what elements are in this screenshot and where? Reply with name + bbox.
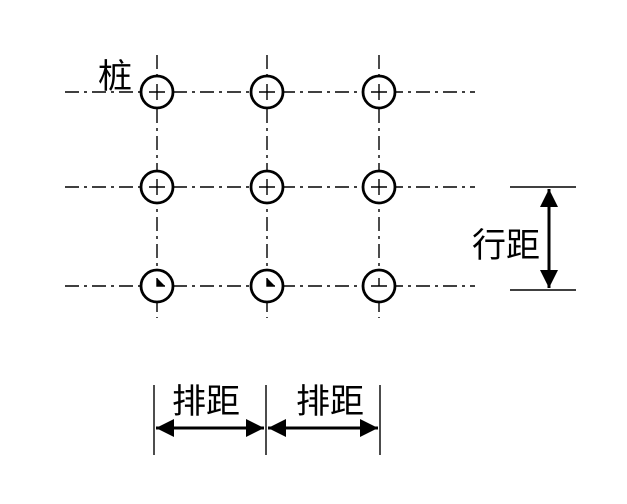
column-spacing-dimension: [153, 385, 381, 455]
row-spacing-dimension: [510, 186, 576, 291]
pile-center-mark: [259, 179, 275, 195]
pile-center-mark: [371, 84, 387, 100]
pile-label: 桩: [98, 57, 132, 97]
pile-center-mark: [149, 179, 165, 195]
column-spacing-label-1: 排距: [172, 382, 240, 422]
pile-center-mark: [149, 84, 165, 100]
row-spacing-label: 行距: [472, 226, 540, 266]
pile-center-mark: [156, 278, 165, 287]
column-spacing-label-2: 排距: [296, 382, 364, 422]
pile-center-mark: [371, 278, 387, 287]
piles: [139, 74, 397, 304]
pile-center-mark: [266, 278, 275, 287]
pile-center-mark: [371, 179, 387, 195]
pile-center-mark: [259, 84, 275, 100]
pile-center-marks: [149, 84, 387, 287]
